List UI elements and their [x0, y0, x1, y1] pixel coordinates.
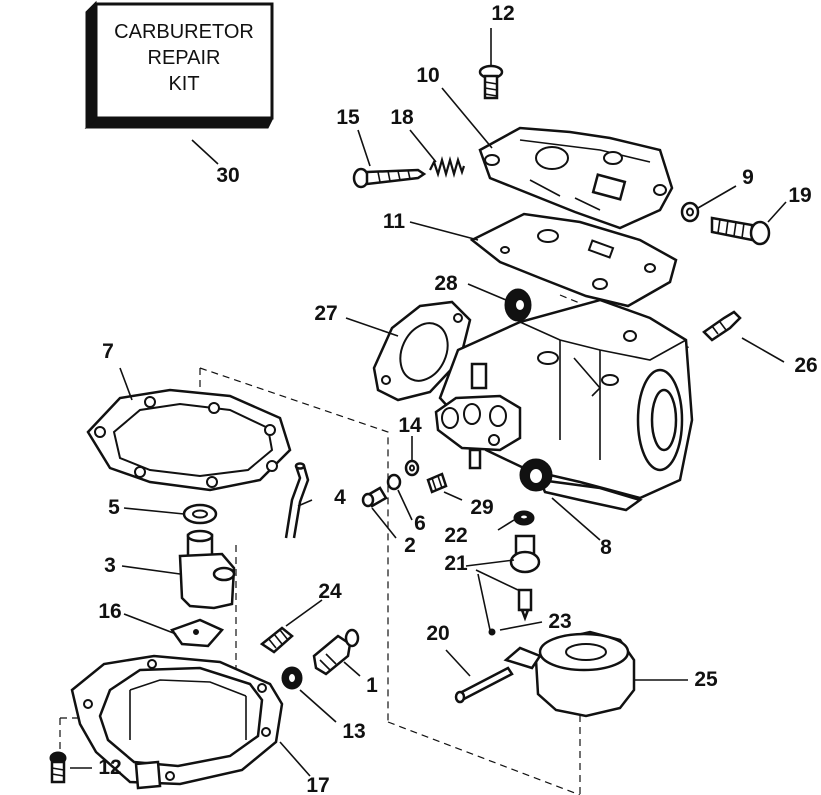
- part-8-needle-seat: [519, 458, 553, 492]
- callout-5: 5: [108, 496, 120, 519]
- callout-16: 16: [98, 600, 121, 623]
- callout-14: 14: [398, 414, 422, 437]
- callout-28: 28: [434, 272, 458, 295]
- callout-25: 25: [694, 668, 718, 691]
- part-15-screw: [352, 167, 427, 189]
- callout-12-top: 12: [491, 2, 514, 25]
- callout-27: 27: [314, 302, 337, 325]
- callout-22: 22: [444, 524, 467, 547]
- carburetor-body: [434, 298, 694, 512]
- part-29-jet: [426, 472, 448, 494]
- part-12-screw-bottom: [49, 751, 67, 784]
- part-6-washer: [386, 473, 402, 491]
- callout-24: 24: [318, 580, 342, 603]
- carburetor-repair-kit-box: CARBURETOR REPAIR KIT: [84, 0, 274, 130]
- part-4-tube: [284, 462, 310, 539]
- part-26-fitting: [702, 310, 742, 342]
- callout-9: 9: [742, 166, 754, 189]
- part-27-flange-gasket: [372, 300, 472, 402]
- callout-18: 18: [390, 106, 414, 129]
- part-17-float-bowl: [70, 654, 284, 790]
- callout-26: 26: [794, 354, 817, 377]
- part-18-spring: [429, 155, 466, 179]
- part-19-screw: [710, 216, 771, 246]
- part-13-washer: [281, 666, 303, 690]
- part-5-washer: [182, 503, 218, 525]
- callout-3: 3: [104, 554, 116, 577]
- part-20-pin: [454, 666, 514, 704]
- part-25-float: [503, 630, 636, 718]
- callout-20: 20: [426, 622, 449, 645]
- part-9-washer: [680, 201, 700, 223]
- repair-kit-line-1: CARBURETOR: [114, 21, 254, 43]
- callout-13: 13: [342, 720, 365, 743]
- callout-labels: 30 12 10 15 18 9 19 11 28 27 26 7 14 4 5…: [98, 2, 817, 795]
- callout-2: 2: [404, 534, 416, 557]
- part-12-screw-top: [478, 64, 504, 100]
- callout-19: 19: [788, 184, 811, 207]
- part-7-gasket: [86, 388, 292, 492]
- callout-21: 21: [444, 552, 468, 575]
- part-2-screw: [361, 486, 388, 508]
- part-14-washer: [404, 459, 420, 477]
- repair-kit-line-3: KIT: [168, 73, 199, 95]
- callout-6: 6: [414, 512, 426, 535]
- part-28-nut: [504, 288, 532, 322]
- callout-12-bottom: 12: [98, 756, 121, 779]
- part-16-plate: [170, 618, 225, 648]
- callout-30: 30: [216, 164, 239, 187]
- leader-lines: [70, 28, 787, 777]
- callout-15: 15: [336, 106, 360, 129]
- part-21-needle-valve: [488, 534, 541, 636]
- callout-23: 23: [548, 610, 571, 633]
- callout-11: 11: [383, 210, 406, 233]
- callout-4: 4: [334, 486, 346, 509]
- callout-8: 8: [600, 536, 612, 559]
- callout-10: 10: [416, 64, 439, 87]
- part-22-washer: [513, 510, 535, 526]
- part-24-spring: [259, 626, 294, 654]
- repair-kit-line-2: REPAIR: [148, 47, 221, 69]
- callout-1: 1: [366, 674, 378, 697]
- part-3-float: [178, 529, 236, 610]
- callout-29: 29: [470, 496, 493, 519]
- part-10-cover: [478, 126, 674, 230]
- callout-17: 17: [306, 774, 329, 795]
- callout-7: 7: [102, 340, 114, 363]
- part-11-gasket: [469, 212, 678, 308]
- part-1-fitting: [312, 628, 360, 676]
